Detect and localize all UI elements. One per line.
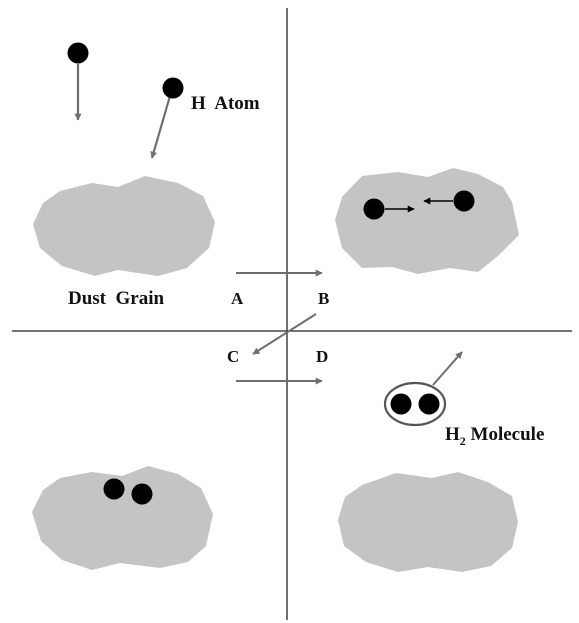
dust-grain-shape <box>335 168 519 274</box>
step-d-label: D <box>316 347 328 366</box>
hydrogen-atom <box>419 394 440 415</box>
dust-grain-shape <box>338 472 518 572</box>
hydrogen-atom <box>454 191 475 212</box>
hydrogen-atom <box>391 394 412 415</box>
step-b-label: B <box>318 289 329 308</box>
hydrogen-atom <box>364 199 385 220</box>
hydrogen-atom <box>104 479 125 500</box>
dust-grain-shape <box>32 466 213 570</box>
panel-c <box>32 466 213 570</box>
h-atom-label: H Atom <box>191 93 260 114</box>
hydrogen-atom <box>163 78 184 99</box>
molecule-ejection-arrow <box>433 352 462 385</box>
h2-label-prefix: H <box>445 424 460 445</box>
panel-b <box>335 168 519 274</box>
step-a-label: A <box>231 289 244 308</box>
step-arrows: A B C D <box>227 273 329 381</box>
step-c-label: C <box>227 347 239 366</box>
h2-label-suffix: Molecule <box>466 424 545 445</box>
hydrogen-atom <box>68 43 89 64</box>
h2-molecule-label: H2 Molecule <box>445 424 544 448</box>
hydrogen-atom <box>132 484 153 505</box>
dust-grain-shape <box>33 176 215 276</box>
atom-trajectory-arrow <box>152 96 170 158</box>
dust-grain-label: Dust Grain <box>68 288 165 309</box>
panel-d: H2 Molecule <box>338 352 544 572</box>
panel-a: H Atom Dust Grain <box>33 43 260 310</box>
step-b-arrow <box>253 314 316 354</box>
